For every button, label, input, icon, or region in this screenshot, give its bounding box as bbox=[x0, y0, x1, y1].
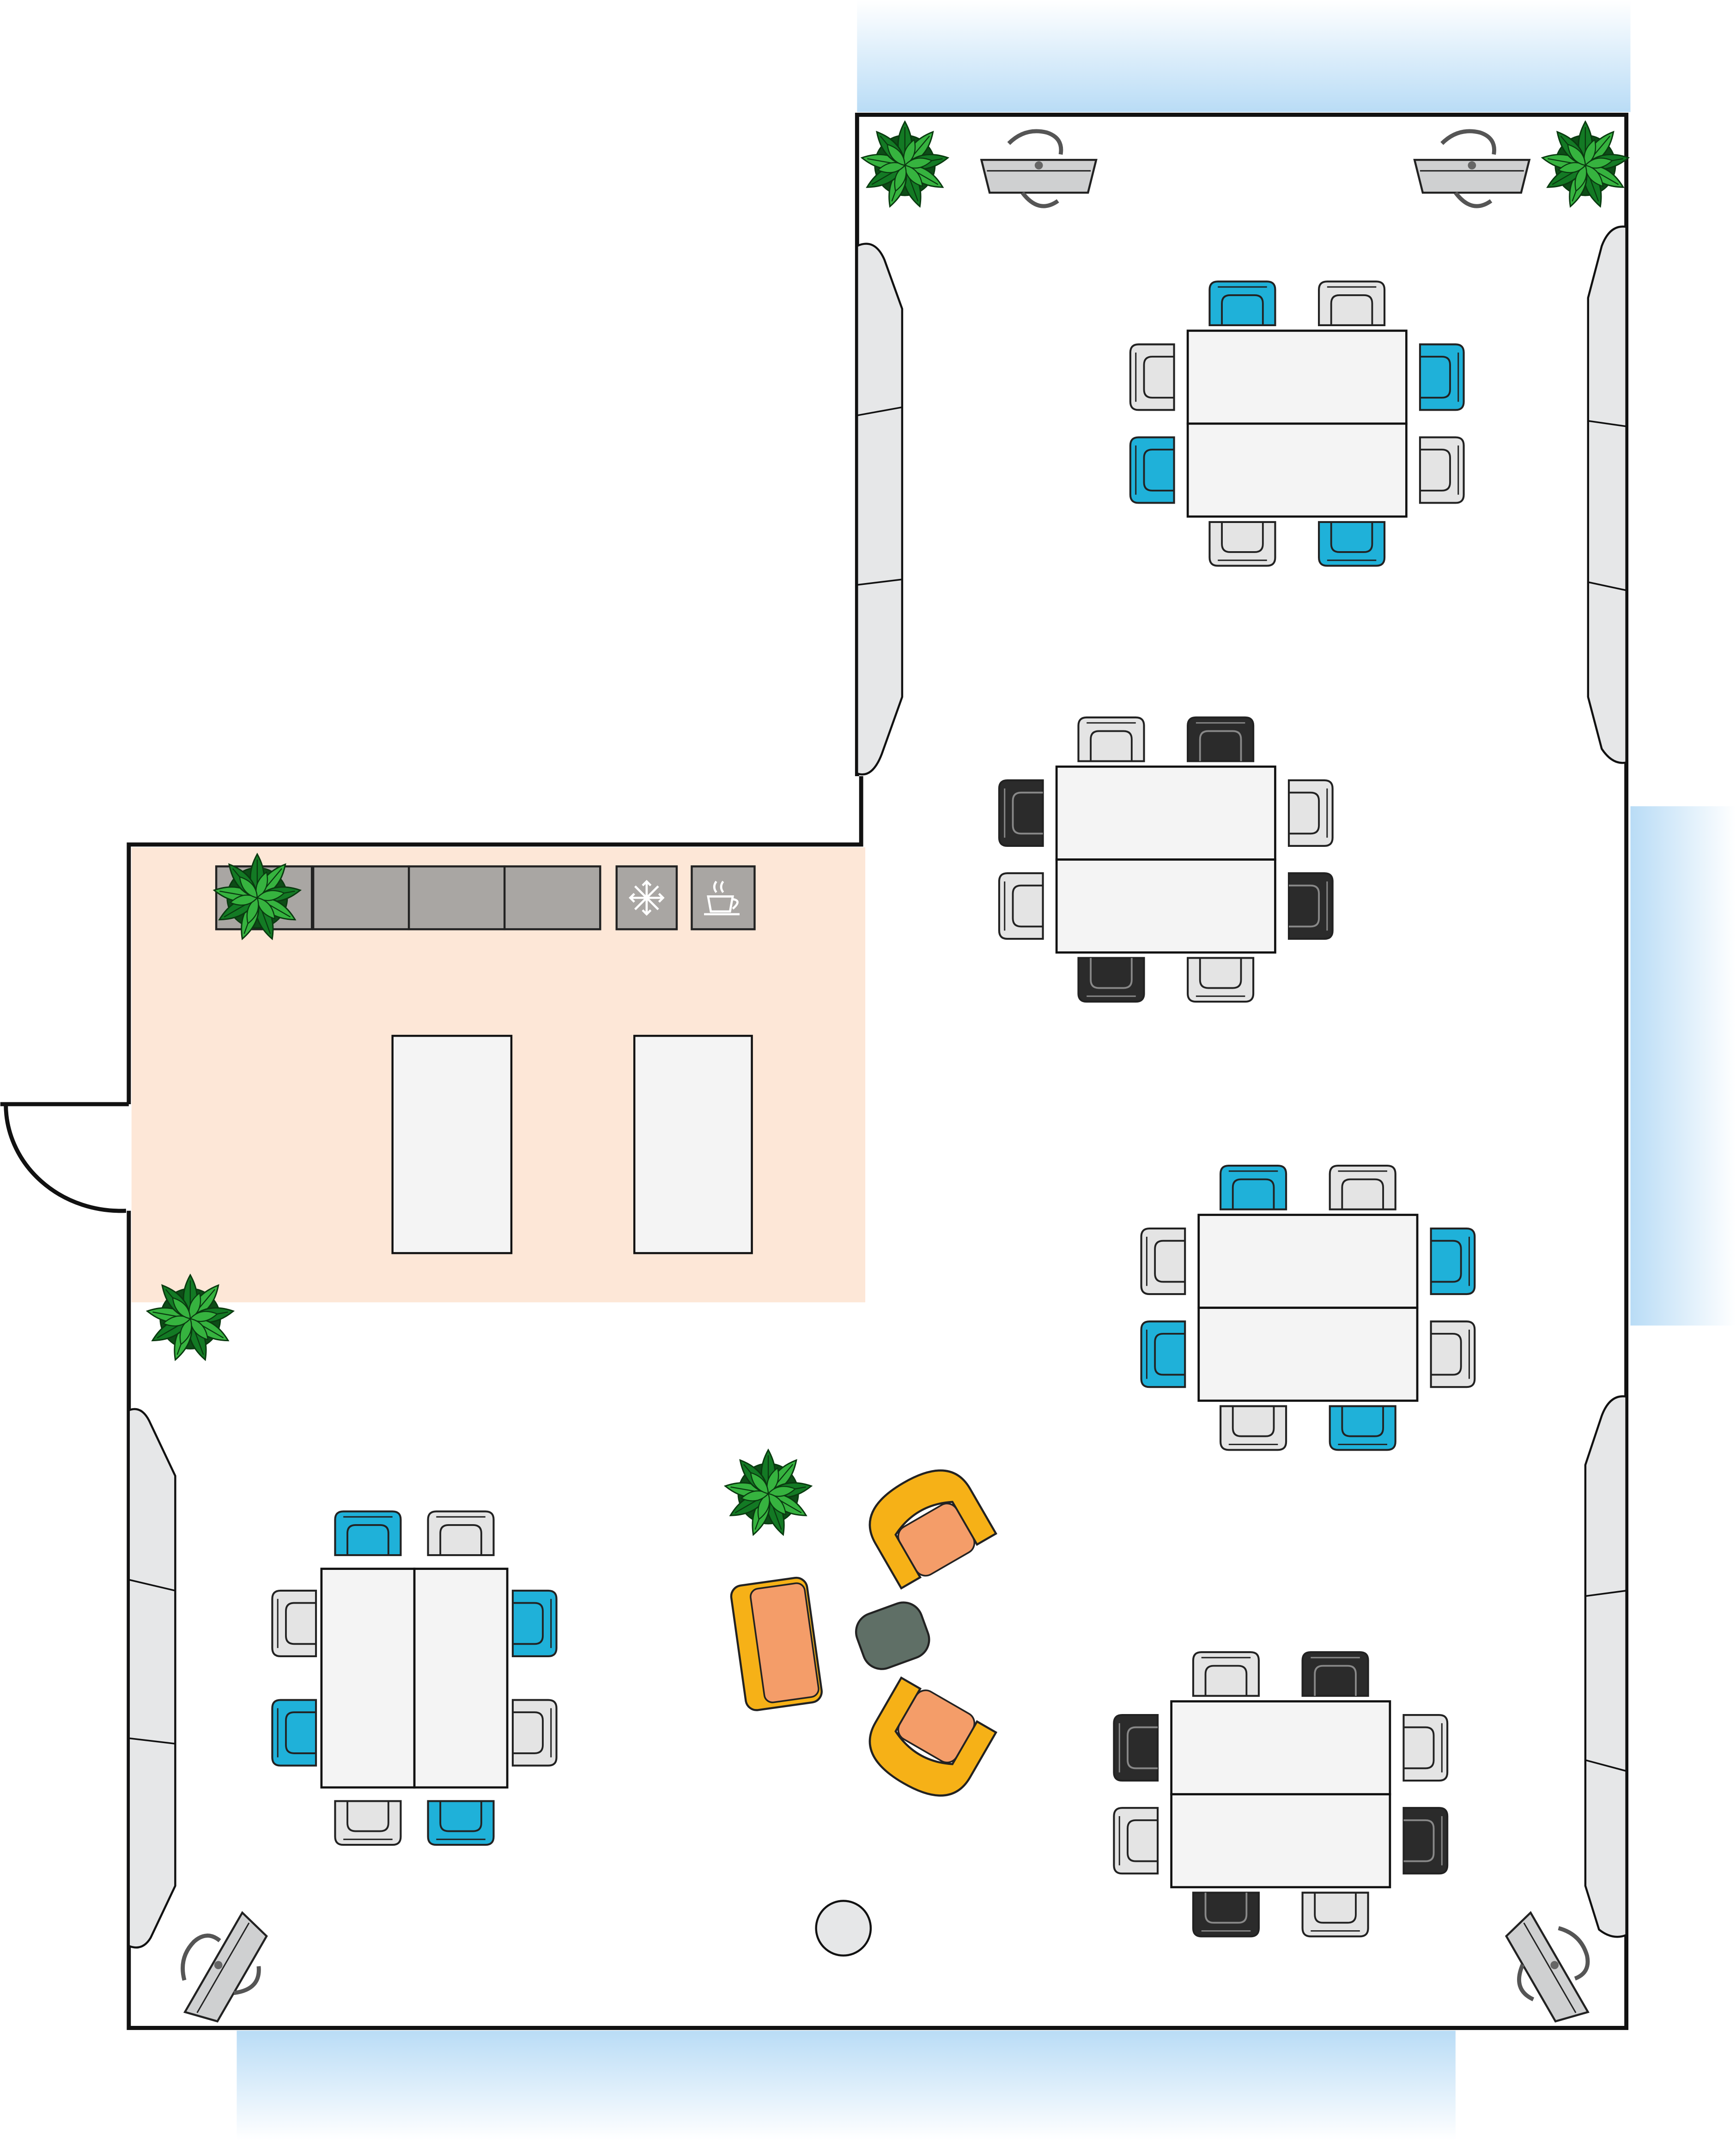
chair-black bbox=[1301, 1651, 1369, 1697]
chair-black bbox=[1287, 872, 1334, 940]
chair-black bbox=[1192, 1891, 1260, 1938]
window-glow-right bbox=[1630, 806, 1736, 1326]
chair-white bbox=[1129, 343, 1175, 411]
chair-blue bbox=[271, 1699, 317, 1767]
chair-white bbox=[1301, 1891, 1369, 1938]
table-bottom bbox=[1186, 422, 1408, 518]
chair-white bbox=[1220, 1405, 1287, 1451]
chair-white bbox=[511, 1699, 558, 1767]
table-group-3 bbox=[1140, 1164, 1476, 1451]
chair-white bbox=[1419, 436, 1465, 504]
lounge-ottoman bbox=[855, 1601, 930, 1670]
window-glow-bottom bbox=[237, 2031, 1456, 2140]
chair-blue bbox=[1419, 343, 1465, 411]
ceiling-projector-icon bbox=[1413, 129, 1531, 208]
table-bottom bbox=[1055, 858, 1276, 954]
coffee-cup-icon bbox=[704, 881, 740, 916]
chair-white bbox=[1329, 1164, 1396, 1210]
table-group-5 bbox=[271, 1510, 558, 1846]
table-top bbox=[1186, 329, 1408, 425]
table-top bbox=[413, 1568, 509, 1789]
pantry-counter bbox=[215, 865, 601, 930]
chair-blue bbox=[427, 1800, 495, 1846]
chair-white bbox=[1287, 779, 1334, 847]
chair-black bbox=[1402, 1807, 1449, 1875]
chair-white bbox=[271, 1589, 317, 1657]
table-group-2 bbox=[998, 716, 1334, 1003]
lounge-sofa bbox=[730, 1576, 823, 1711]
entry-door[interactable] bbox=[0, 1102, 129, 1213]
chair-blue bbox=[1318, 521, 1386, 567]
chair-blue bbox=[1329, 1405, 1396, 1451]
snowflake-icon bbox=[628, 880, 665, 916]
table-group-1 bbox=[1129, 280, 1465, 567]
chair-white bbox=[1208, 521, 1276, 567]
chair-white bbox=[1140, 1228, 1186, 1295]
chair-white bbox=[1192, 1651, 1260, 1697]
ceiling-projector-icon bbox=[181, 1911, 268, 2023]
table-top bbox=[1170, 1700, 1391, 1796]
fridge-unit bbox=[615, 865, 678, 930]
table-top bbox=[1055, 765, 1276, 861]
potted-plant-icon bbox=[1541, 120, 1630, 208]
table-group-4 bbox=[1113, 1651, 1449, 1938]
chair-white bbox=[1318, 280, 1386, 327]
chair-blue bbox=[334, 1510, 402, 1556]
wall-screen-right-top bbox=[1587, 225, 1627, 764]
wall-screen-left-bottom bbox=[127, 1408, 176, 1949]
chair-black bbox=[1187, 716, 1255, 762]
chair-white bbox=[1113, 1807, 1159, 1875]
wall-screen-left-top bbox=[856, 243, 904, 776]
table-top bbox=[1197, 1214, 1419, 1309]
chair-blue bbox=[1220, 1164, 1287, 1210]
chair-black bbox=[1113, 1714, 1159, 1782]
potted-plant-icon bbox=[212, 852, 302, 941]
chair-blue bbox=[1140, 1320, 1186, 1388]
chair-white bbox=[1187, 957, 1255, 1003]
chair-black bbox=[1077, 957, 1145, 1003]
window-glow-top bbox=[857, 0, 1631, 112]
ceiling-projector-icon bbox=[1505, 1911, 1590, 2023]
chair-white bbox=[334, 1800, 402, 1846]
chair-white bbox=[1402, 1714, 1449, 1782]
lounge-armchair-top bbox=[868, 1469, 998, 1590]
wall-screen-right-bottom bbox=[1584, 1395, 1627, 1938]
chair-blue bbox=[1430, 1228, 1476, 1295]
pantry-table-right bbox=[633, 1034, 753, 1254]
table-bottom bbox=[1197, 1307, 1419, 1402]
potted-plant-icon bbox=[723, 1448, 813, 1536]
table-bottom bbox=[1170, 1793, 1391, 1889]
lounge-armchair-bottom bbox=[868, 1676, 998, 1797]
pantry-table-left bbox=[391, 1034, 513, 1254]
chair-blue bbox=[1208, 280, 1276, 327]
potted-plant-icon bbox=[860, 120, 950, 208]
coffee-machine bbox=[691, 865, 756, 930]
chair-white bbox=[998, 872, 1044, 940]
chair-blue bbox=[1129, 436, 1175, 504]
chair-white bbox=[427, 1510, 495, 1556]
table-bottom bbox=[320, 1568, 416, 1789]
chair-white bbox=[1430, 1320, 1476, 1388]
potted-plant-icon bbox=[146, 1273, 235, 1362]
chair-black bbox=[998, 779, 1044, 847]
pillar bbox=[815, 1900, 872, 1957]
chair-blue bbox=[511, 1589, 558, 1657]
chair-white bbox=[1077, 716, 1145, 762]
ceiling-projector-icon bbox=[980, 129, 1098, 208]
